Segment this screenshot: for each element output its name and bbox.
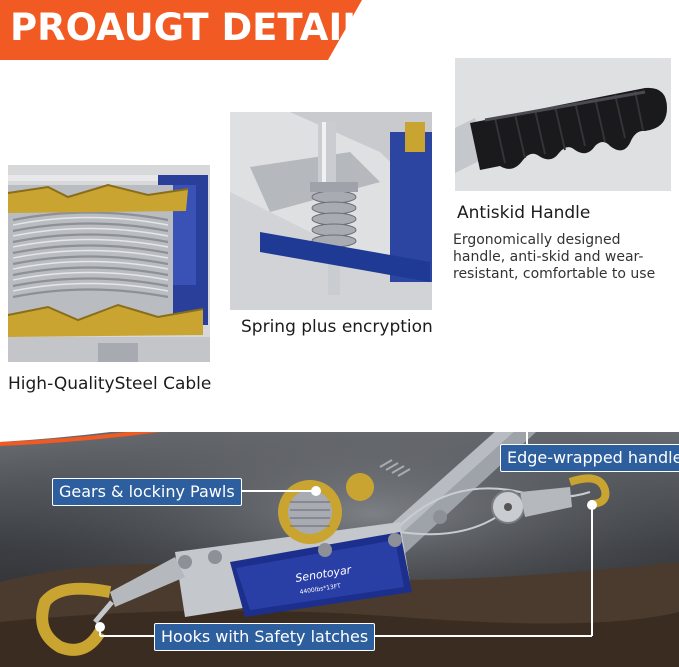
handle-caption: Antiskid Handle: [457, 203, 591, 223]
header-banner: PROAUGT DETAILS: [0, 0, 392, 60]
handle-description: Ergonomically designed handle, anti-skid…: [453, 232, 656, 282]
callout-hooks-latches: Hooks with Safety latches: [154, 623, 376, 651]
spring-photo: [230, 112, 432, 310]
callout-edge-wrapped-handle: Edge-wrapped handle: [500, 444, 679, 472]
callout-gears-pawls: Gears & lockiny Pawls: [52, 478, 242, 506]
spring-caption: Spring plus encryption: [241, 317, 433, 337]
handle-photo: [455, 58, 671, 191]
cable-caption: High-QualitySteel Cable: [8, 374, 212, 394]
steel-cable-photo: [8, 165, 210, 362]
product-scene: Senotoyar 4400lbs*13FT Edge-wrapped hand…: [0, 432, 679, 667]
banner-shape: [0, 0, 362, 60]
page-title: PROAUGT DETAILS: [10, 6, 393, 49]
